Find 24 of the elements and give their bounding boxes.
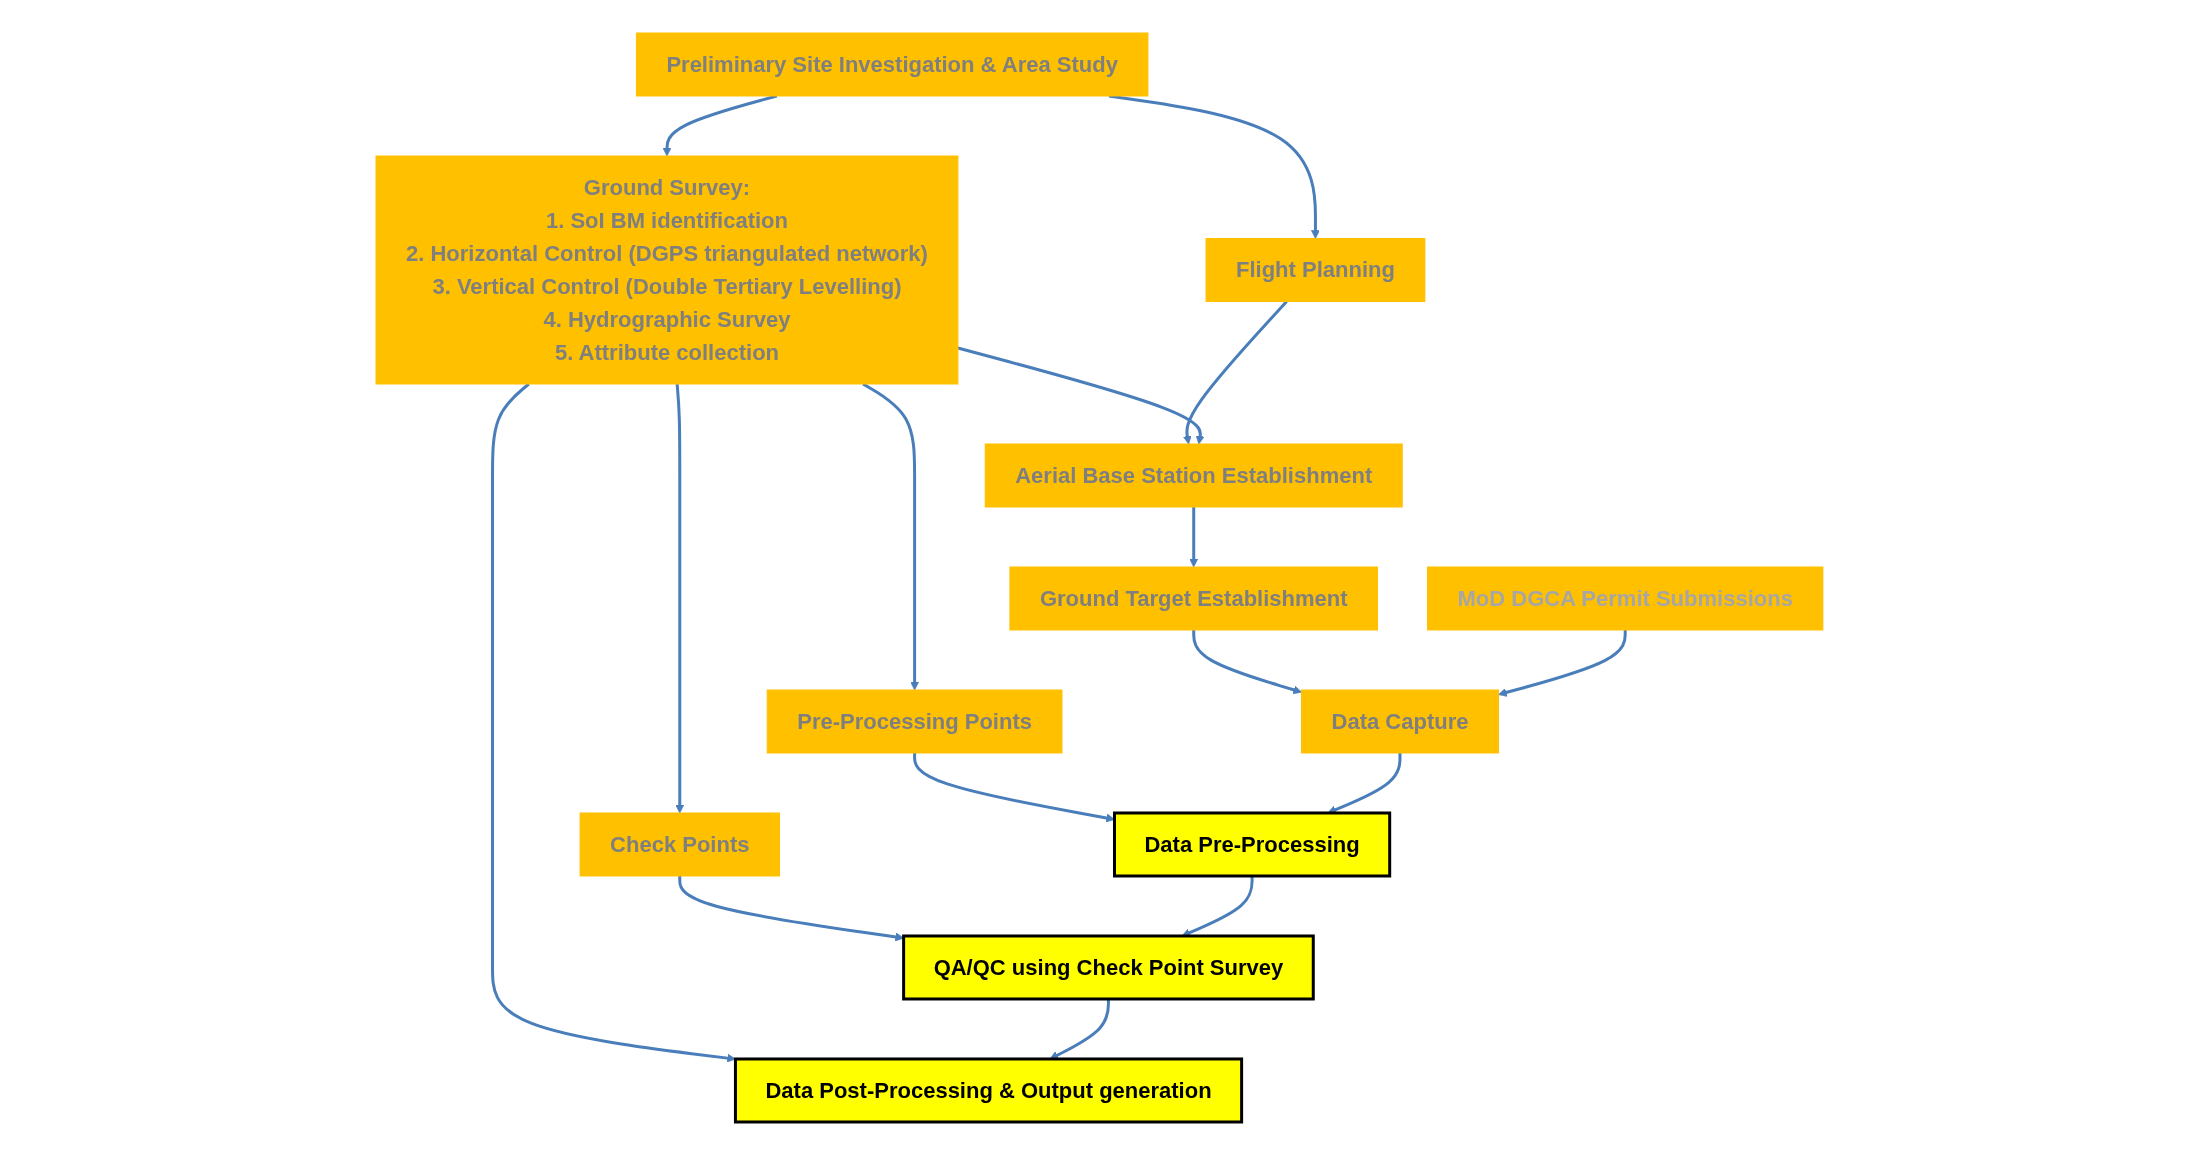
node-box: MoD DGCA Permit Submissions xyxy=(1427,566,1824,630)
node-box: Data Capture xyxy=(1301,689,1499,753)
arrow xyxy=(913,752,1115,822)
arrow xyxy=(1192,629,1302,694)
node-box: Data Pre-Processing xyxy=(1113,811,1392,877)
node-box: Ground Target Establishment xyxy=(1009,566,1379,630)
arrow xyxy=(491,382,736,1062)
arrow xyxy=(1498,629,1627,697)
node-box: QA/QC using Check Point Survey xyxy=(902,934,1315,1000)
arrow xyxy=(1189,506,1199,567)
node-box: Check Points xyxy=(579,812,780,876)
node-box: Flight Planning xyxy=(1205,237,1426,302)
node-box: Data Post-Processing & Output generation xyxy=(734,1057,1244,1123)
node-box: Ground Survey: 1. SoI BM identification 2. Horizontal Control (DGPS triangulated network) 3. Vertical Control (Double Tertiary Levelling) 4. Hydrographic Survey 5. Attribute collection xyxy=(375,155,959,384)
arrow xyxy=(1049,998,1110,1059)
node-box: Preliminary Site Investigation & Area Study xyxy=(635,32,1149,96)
arrow xyxy=(957,346,1205,444)
arrow xyxy=(675,383,685,813)
arrow xyxy=(1183,300,1288,444)
arrow xyxy=(862,382,920,690)
node-box: Pre-Processing Points xyxy=(766,689,1063,753)
arrow xyxy=(662,94,778,156)
node-box: Aerial Base Station Establishment xyxy=(984,443,1403,507)
arrow xyxy=(1108,94,1320,239)
